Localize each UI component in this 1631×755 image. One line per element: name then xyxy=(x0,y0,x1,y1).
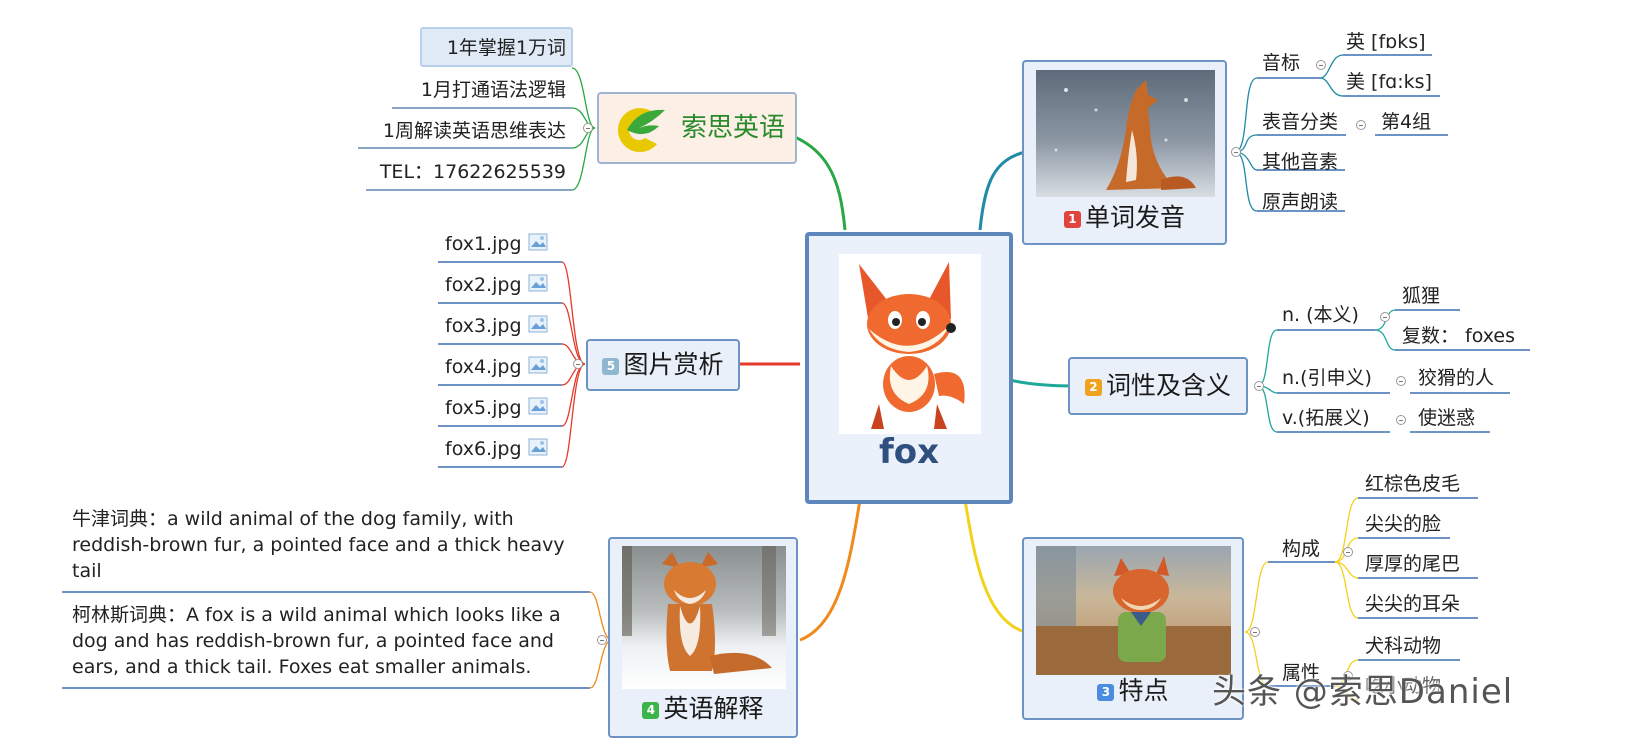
file-item-2[interactable]: fox2.jpg xyxy=(445,273,548,297)
branch-line-meanings xyxy=(1009,378,1073,388)
image-file-icon xyxy=(528,397,548,415)
branch-line-features xyxy=(963,499,1026,634)
brand-logo-icon xyxy=(617,108,665,153)
images-title: 图片赏析 xyxy=(623,350,724,379)
meaning-plural[interactable]: 复数： foxes xyxy=(1402,325,1516,347)
file-item-1[interactable]: fox1.jpg xyxy=(445,232,548,256)
brand-item-highlight[interactable] xyxy=(420,27,573,67)
pos-noun-ext[interactable]: n.(引申义) xyxy=(1282,367,1372,389)
attribute-predator[interactable]: 吃小动物 xyxy=(1365,675,1442,697)
phonetic-label[interactable]: 音标 xyxy=(1262,52,1301,74)
composition-face[interactable]: 尖尖的脸 xyxy=(1365,513,1442,535)
attribute-label[interactable]: 属性 xyxy=(1282,662,1321,684)
cartoon-fox-image xyxy=(839,254,981,434)
features-title: 特点 xyxy=(1118,676,1169,705)
brand-item-1[interactable]: 1年掌握1万词 xyxy=(446,37,566,59)
collapse-toggle-images[interactable] xyxy=(573,359,583,369)
meanings-title: 词性及含义 xyxy=(1105,371,1231,400)
file-name-1: fox1.jpg xyxy=(445,233,522,255)
collapse-toggle-brand[interactable] xyxy=(583,123,593,133)
composition-ears[interactable]: 尖尖的耳朵 xyxy=(1365,593,1461,615)
file-name-4: fox4.jpg xyxy=(445,356,522,378)
composition-tail[interactable]: 厚厚的尾巴 xyxy=(1365,553,1461,575)
file-item-3[interactable]: fox3.jpg xyxy=(445,314,548,338)
badge-2: 2 xyxy=(1084,379,1102,396)
branch-line-pronunciation xyxy=(978,150,1026,231)
meaning-fox[interactable]: 狐狸 xyxy=(1402,285,1441,307)
definition-collins[interactable]: 柯林斯词典：A fox is a wild animal which looks… xyxy=(72,604,561,678)
collapse-toggle-category[interactable] xyxy=(1356,120,1366,130)
original-reading[interactable]: 原声朗读 xyxy=(1262,191,1339,213)
definitions-title: 英语解释 xyxy=(663,694,764,723)
phonetic-uk[interactable]: 英 [fɒks] xyxy=(1346,31,1426,53)
file-name-5: fox5.jpg xyxy=(445,397,522,419)
snow-fox-photo xyxy=(1036,70,1215,197)
pos-verb[interactable]: v.(拓展义) xyxy=(1282,407,1370,429)
center-node[interactable]: fox xyxy=(805,232,1013,504)
badge-3: 3 xyxy=(1097,684,1115,701)
file-name-2: fox2.jpg xyxy=(445,274,522,296)
badge-5: 5 xyxy=(602,358,620,375)
meaning-confuse[interactable]: 使迷惑 xyxy=(1418,407,1476,429)
pos-noun[interactable]: n. (本义) xyxy=(1282,304,1359,326)
brand-item-4[interactable]: TEL：17622625539 xyxy=(379,161,566,183)
brand-item-2[interactable]: 1月打通语法逻辑 xyxy=(420,79,566,101)
brand-label: 索思英语 xyxy=(681,113,786,143)
file-item-6[interactable]: fox6.jpg xyxy=(445,437,548,461)
file-item-4[interactable]: fox4.jpg xyxy=(445,355,548,379)
category-value[interactable]: 第4组 xyxy=(1381,111,1432,133)
cartoon-nick-image xyxy=(1036,546,1231,675)
file-name-3: fox3.jpg xyxy=(445,315,522,337)
collapse-toggle-phonetic[interactable] xyxy=(1316,60,1326,70)
collapse-toggle-features[interactable] xyxy=(1250,627,1260,637)
pronunciation-title: 单词发音 xyxy=(1084,203,1185,232)
image-file-icon xyxy=(528,315,548,333)
phonetic-us[interactable]: 美 [fɑ:ks] xyxy=(1346,71,1432,93)
collapse-toggle-noun-ext[interactable] xyxy=(1396,376,1406,386)
meaning-sly-person[interactable]: 狡猾的人 xyxy=(1418,367,1495,389)
collapse-toggle-attribute[interactable] xyxy=(1343,671,1353,681)
badge-4: 4 xyxy=(642,702,660,719)
image-file-icon xyxy=(528,356,548,374)
image-file-icon xyxy=(528,233,548,251)
collapse-toggle-noun[interactable] xyxy=(1380,312,1390,322)
composition-fur[interactable]: 红棕色皮毛 xyxy=(1365,473,1461,495)
image-file-icon xyxy=(528,274,548,292)
collapse-toggle-meanings[interactable] xyxy=(1254,381,1264,391)
other-phonemes[interactable]: 其他音素 xyxy=(1262,151,1339,173)
image-file-icon xyxy=(528,438,548,456)
collapse-toggle-definitions[interactable] xyxy=(597,635,607,645)
brand-item-3[interactable]: 1周解读英语思维表达 xyxy=(382,120,566,142)
definition-oxford[interactable]: 牛津词典：a wild animal of the dog family, wi… xyxy=(72,508,565,582)
composition-label[interactable]: 构成 xyxy=(1282,538,1321,560)
branch-line-definitions xyxy=(799,499,862,642)
category-label[interactable]: 表音分类 xyxy=(1262,111,1339,133)
badge-1: 1 xyxy=(1063,211,1081,228)
collapse-toggle-pronunciation[interactable] xyxy=(1231,147,1241,157)
file-item-5[interactable]: fox5.jpg xyxy=(445,396,548,420)
file-name-6: fox6.jpg xyxy=(445,438,522,460)
winter-fox-photo xyxy=(622,546,786,689)
collapse-toggle-verb[interactable] xyxy=(1396,415,1406,425)
center-label: fox xyxy=(878,432,940,472)
watermark: 头条 @索思Daniel xyxy=(1212,672,1514,712)
collapse-toggle-composition[interactable] xyxy=(1343,547,1353,557)
brand-node[interactable]: 索思英语 xyxy=(597,92,797,164)
attribute-canine[interactable]: 犬科动物 xyxy=(1365,635,1442,657)
